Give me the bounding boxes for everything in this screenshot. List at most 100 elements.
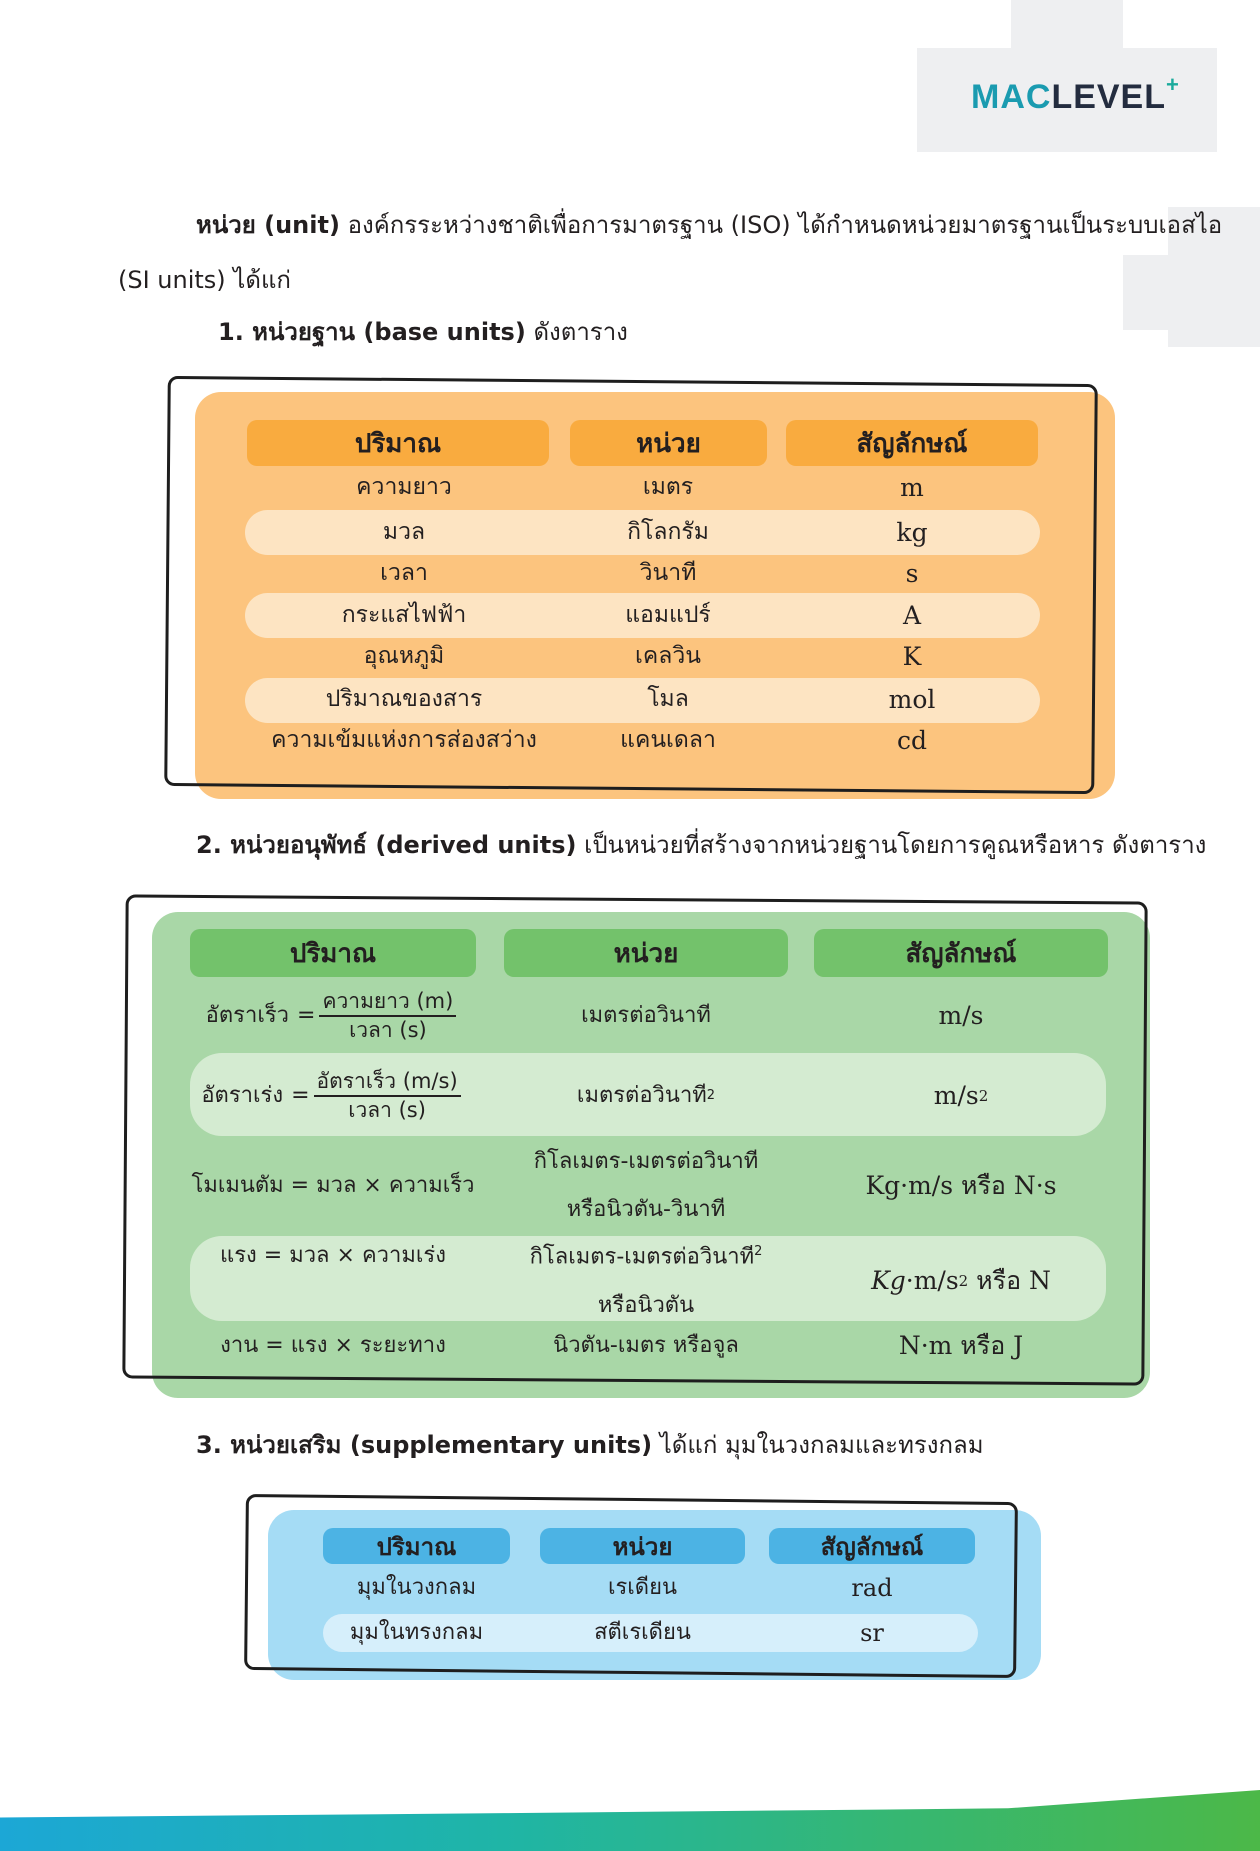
cell-quantity: มวล: [382, 519, 426, 546]
section-2-title: 2. หน่วยอนุพัทธ์ (derived units): [196, 831, 577, 859]
row-band: [323, 1614, 978, 1652]
intro-rest: องค์กรระหว่างชาติเพื่อการมาตรฐาน (ISO) ไ…: [339, 211, 1223, 239]
fraction-denominator: เวลา (s): [349, 1018, 427, 1042]
section-3-heading: 3. หน่วยเสริม (supplementary units) ได้แ…: [196, 1430, 984, 1460]
background-cross: [1011, 0, 1123, 152]
quantity-name: อัตราเร่ง: [201, 1082, 284, 1108]
cell-quantity: งาน = แรง × ระยะทาง: [220, 1332, 446, 1358]
symbol-superscript: 2: [978, 1087, 989, 1105]
cell-unit: กิโลกรัม: [627, 519, 709, 546]
header-symbol: สัญลักษณ์: [786, 420, 1038, 466]
quantity-name: อัตราเร็ว: [205, 1002, 290, 1028]
unit-superscript: 2: [754, 1244, 763, 1260]
cell-symbol: mol: [888, 685, 936, 714]
cell-unit: เมตร: [642, 474, 694, 501]
symbol-superscript: 2: [958, 1272, 969, 1290]
cell-symbol: cd: [896, 726, 927, 755]
fraction-numerator: ความยาว (m): [319, 989, 457, 1017]
symbol-text: ·m/s: [905, 1266, 959, 1295]
cell-unit: วินาที: [639, 560, 697, 587]
unit-superscript: 2: [706, 1088, 716, 1104]
cell-unit: เคลวิน: [635, 643, 701, 670]
header-quantity: ปริมาณ: [247, 420, 549, 466]
cell-unit: เรเดียน: [607, 1574, 678, 1600]
cell-quantity: มุมในทรงกลม: [349, 1619, 484, 1645]
cell-symbol: sr: [860, 1618, 884, 1647]
section-3-title: 3. หน่วยเสริม (supplementary units): [196, 1431, 653, 1459]
cell-unit: กิโลเมตร-เมตรต่อวินาที2 หรือนิวตัน: [504, 1234, 788, 1324]
cell-quantity: กระแสไฟฟ้า: [341, 602, 467, 629]
intro-bold: หน่วย (unit): [196, 211, 340, 239]
section-1-title: 1. หน่วยฐาน (base units): [218, 318, 526, 346]
cell-quantity: ความยาว: [356, 474, 452, 501]
intro-line-1: หน่วย (unit) องค์กรระหว่างชาติเพื่อการมา…: [196, 210, 1222, 240]
unit-text: กิโลเมตร-เมตรต่อวินาที: [529, 1244, 755, 1270]
bottom-watercolor-strip: [0, 1790, 1260, 1851]
logo-level: LEVEL: [1051, 78, 1167, 116]
header-unit: หน่วย: [570, 420, 767, 466]
section-2-rest: เป็นหน่วยที่สร้างจากหน่วยฐานโดยการคูณหรื…: [576, 831, 1207, 859]
cell-unit: เมตรต่อวินาที: [581, 1002, 711, 1028]
symbol-suffix: หรือ N: [968, 1266, 1051, 1295]
symbol-text: m/s: [933, 1081, 979, 1110]
cell-unit: กิโลเมตร-เมตรต่อวินาที หรือนิวตัน-วินาที: [504, 1140, 788, 1232]
cell-unit: แคนเดลา: [620, 727, 716, 754]
cell-quantity: ความเข้มแห่งการส่องสว่าง: [271, 727, 537, 754]
header-unit: หน่วย: [540, 1528, 745, 1564]
unit-line-2: หรือนิวตัน: [597, 1292, 695, 1318]
cell-symbol: Kg·m/s หรือ N·s: [865, 1171, 1057, 1200]
fraction-numerator: อัตราเร็ว (m/s): [313, 1069, 461, 1097]
cell-quantity: อัตราเร่ง = อัตราเร็ว (m/s) เวลา (s): [190, 1064, 476, 1128]
cell-symbol: m: [900, 473, 924, 502]
header-quantity: ปริมาณ: [323, 1528, 510, 1564]
row-band: [190, 1053, 1106, 1136]
header-symbol: สัญลักษณ์: [769, 1528, 975, 1564]
row-band: [245, 678, 1040, 723]
equals-sign: =: [291, 1082, 310, 1108]
section-1-heading: 1. หน่วยฐาน (base units) ดังตาราง: [218, 317, 628, 347]
cell-quantity: โมเมนตัม = มวล × ความเร็ว: [191, 1172, 475, 1198]
cell-symbol: s: [905, 559, 919, 588]
cell-unit: นิวตัน-เมตร หรือจูล: [553, 1332, 739, 1358]
row-band: [245, 510, 1040, 555]
maclevel-logo: MACLEVEL+: [971, 72, 1180, 117]
cell-symbol: rad: [851, 1573, 893, 1602]
symbol-kg: Kg: [871, 1266, 906, 1295]
cell-symbol: m/s: [938, 1001, 984, 1030]
cell-quantity: อัตราเร็ว = ความยาว (m) เวลา (s): [190, 985, 476, 1047]
header-unit: หน่วย: [504, 929, 788, 977]
section-2-heading: 2. หน่วยอนุพัทธ์ (derived units) เป็นหน่…: [196, 830, 1206, 860]
fraction: ความยาว (m) เวลา (s): [319, 989, 457, 1043]
cell-unit: แอมแปร์: [625, 602, 711, 629]
cell-symbol: K: [902, 642, 922, 671]
intro-line-2: (SI units) ได้แก่: [118, 266, 291, 294]
logo-plus: +: [1166, 72, 1180, 97]
unit-line-1: กิโลเมตร-เมตรต่อวินาที2: [530, 1228, 763, 1281]
unit-line-2: หรือนิวตัน-วินาที: [566, 1197, 726, 1222]
cell-unit: โมล: [647, 686, 689, 713]
section-1-rest: ดังตาราง: [525, 318, 628, 346]
unit-text: เมตรต่อวินาที: [576, 1082, 707, 1108]
equals-sign: =: [297, 1002, 316, 1028]
cell-unit: สตีเรเดียน: [594, 1619, 691, 1645]
cell-quantity: แรง = มวล × ความเร่ง: [220, 1242, 446, 1268]
cell-symbol: A: [902, 601, 922, 630]
row-band: [245, 593, 1040, 638]
cell-unit: เมตรต่อวินาที2: [504, 1064, 788, 1128]
cell-quantity: อุณหภูมิ: [363, 643, 445, 670]
cell-quantity: ปริมาณของสาร: [325, 686, 483, 713]
background-cross: [1168, 207, 1260, 347]
fraction: อัตราเร็ว (m/s) เวลา (s): [313, 1069, 461, 1123]
row-band: [190, 1236, 1106, 1321]
section-3-rest: ได้แก่ มุมในวงกลมและทรงกลม: [652, 1431, 984, 1459]
cell-quantity: มุมในวงกลม: [356, 1574, 477, 1600]
unit-line-1: กิโลเมตร-เมตรต่อวินาที: [533, 1149, 759, 1174]
cell-symbol: kg: [896, 518, 928, 547]
cell-symbol: N·m หรือ J: [898, 1331, 1024, 1360]
cell-quantity: เวลา: [380, 560, 428, 587]
header-quantity: ปริมาณ: [190, 929, 476, 977]
header-symbol: สัญลักษณ์: [814, 929, 1108, 977]
fraction-denominator: เวลา (s): [348, 1098, 426, 1122]
